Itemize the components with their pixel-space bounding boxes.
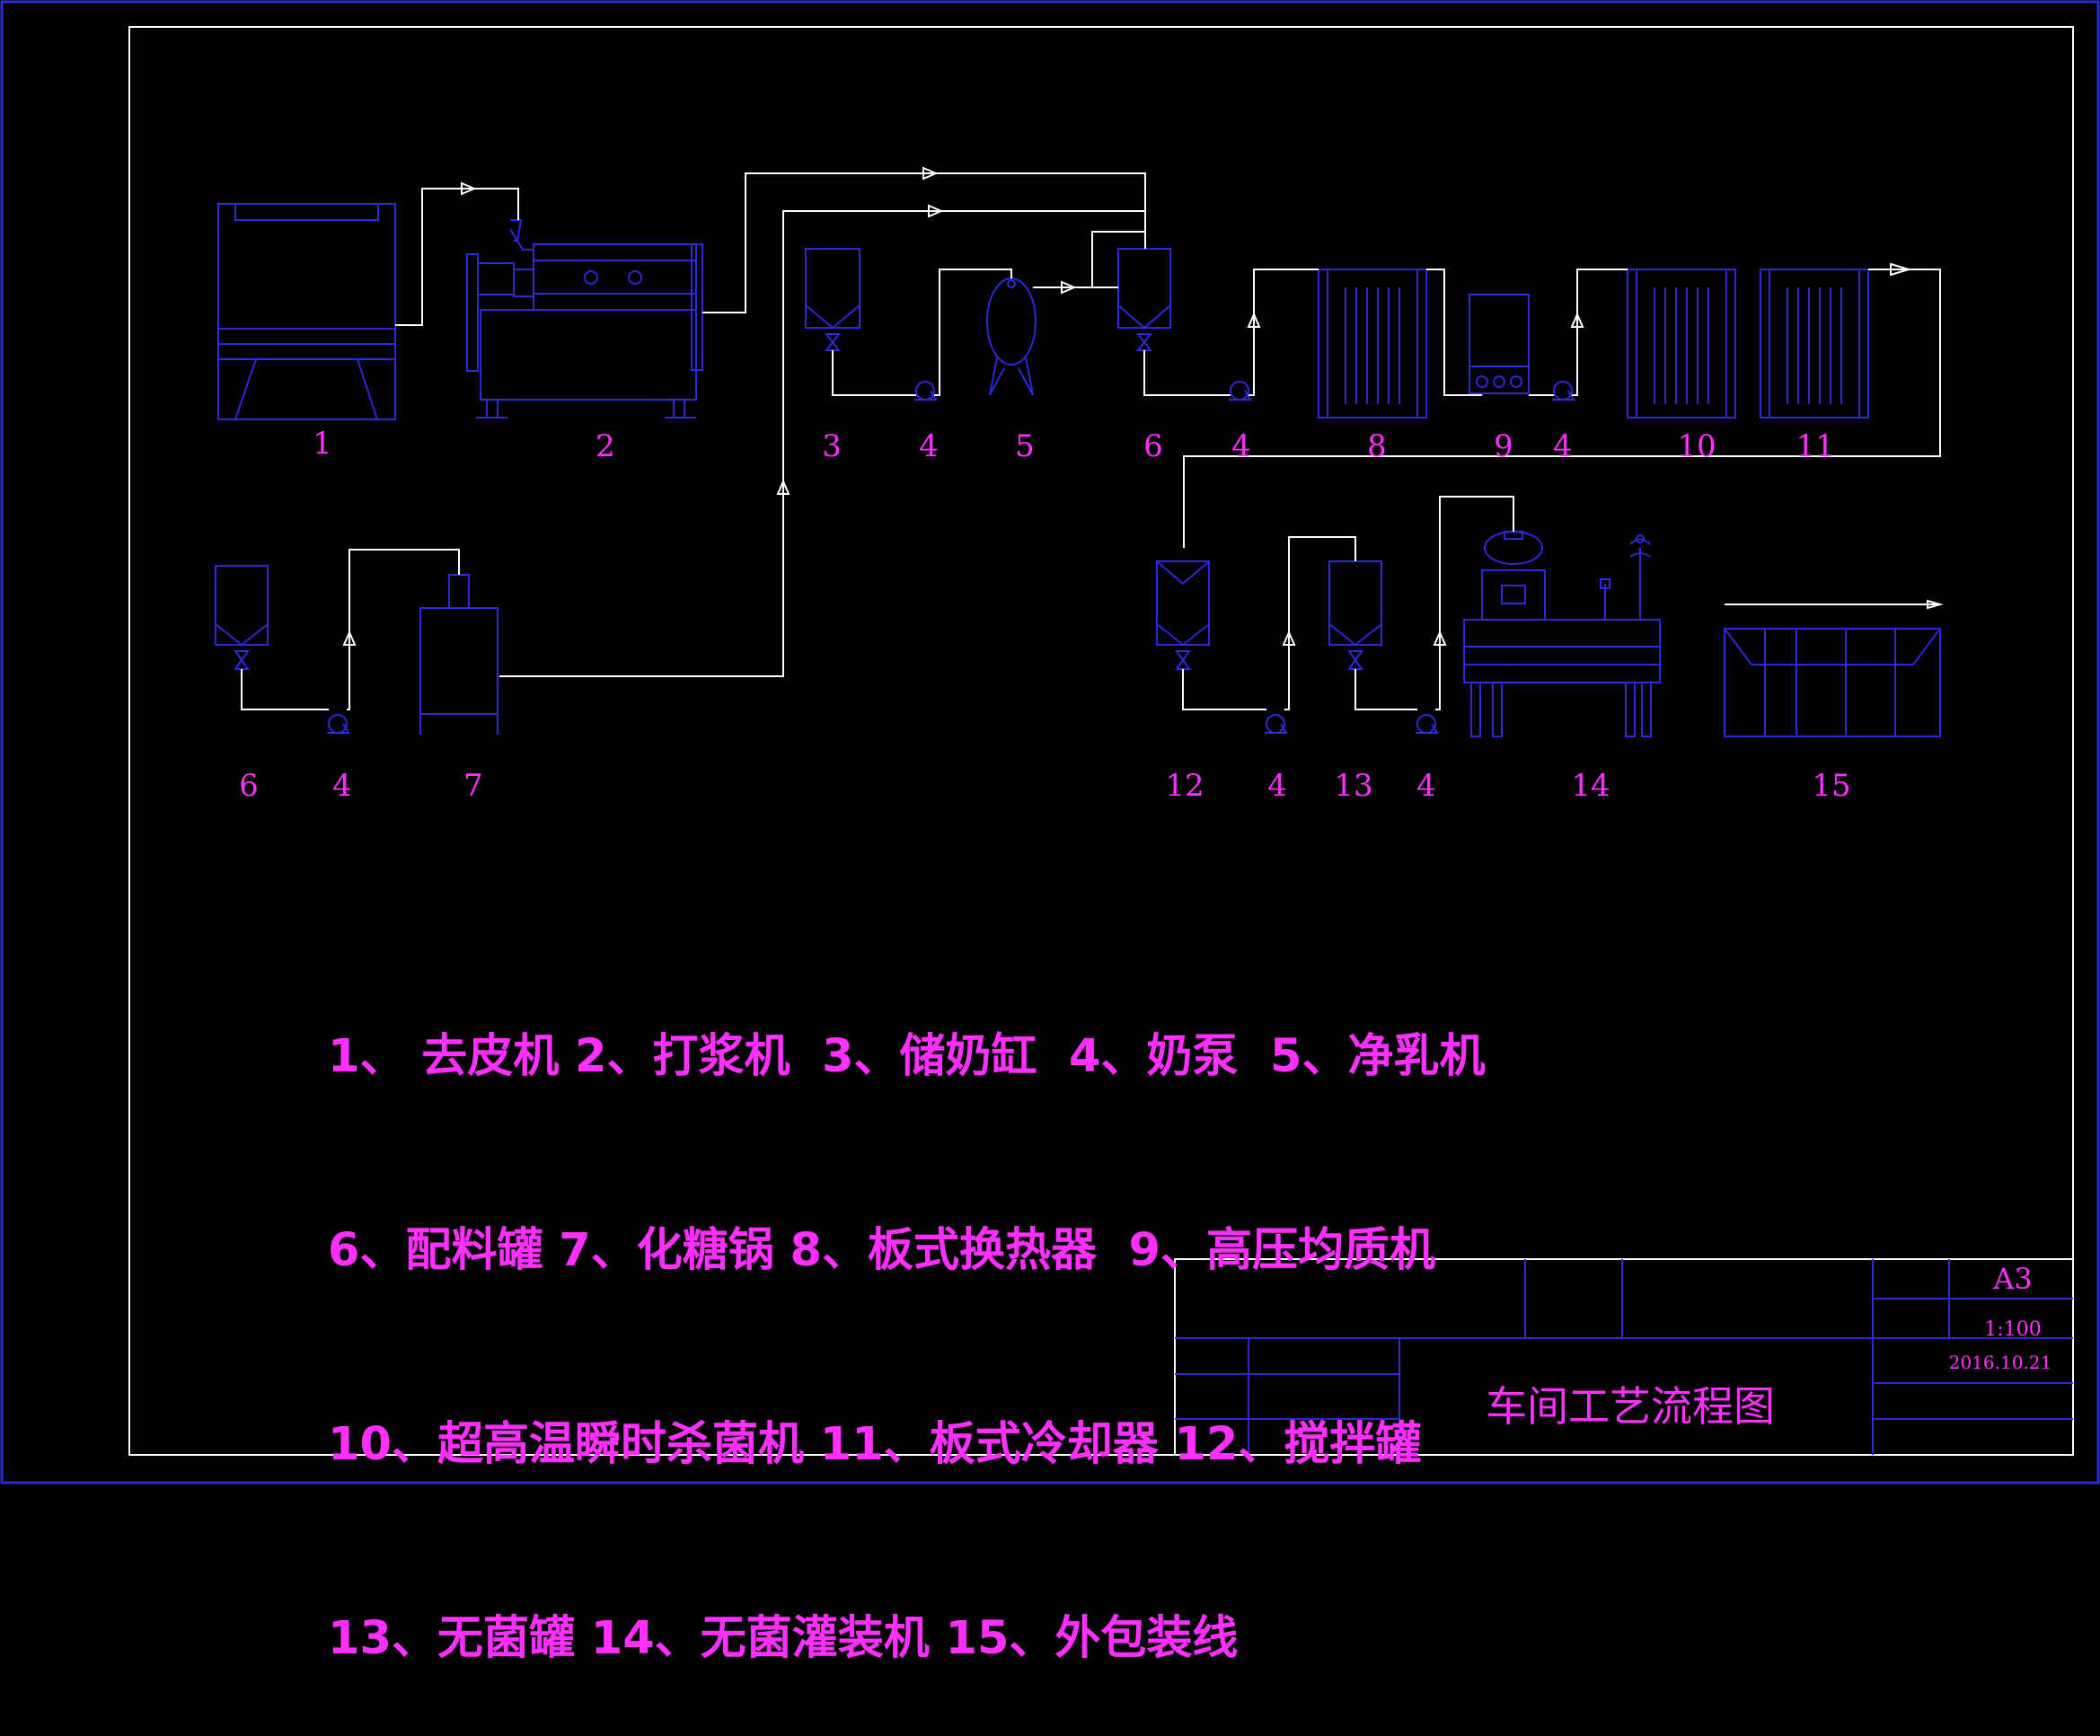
label-4e: 4: [1267, 768, 1287, 804]
sheet-outer-border: [0, 0, 2100, 1485]
label-2: 2: [596, 428, 615, 464]
sheet-size-label: A3: [1992, 1262, 2032, 1296]
label-4d: 4: [332, 768, 352, 804]
label-1: 1: [313, 426, 332, 462]
aseptic-tank: [1328, 560, 1382, 670]
label-7: 7: [463, 768, 483, 804]
pulper-machine: [466, 219, 703, 419]
milk-pump: [914, 381, 938, 401]
label-4c: 4: [1553, 428, 1573, 464]
label-6b: 6: [239, 768, 259, 804]
flow-arrows: [342, 166, 1944, 646]
batching-tank: [1117, 248, 1171, 351]
label-3: 3: [822, 428, 842, 464]
label-12: 12: [1165, 768, 1204, 804]
label-14: 14: [1571, 768, 1610, 804]
drawing-frame: [128, 26, 2074, 1456]
label-4b: 4: [1231, 428, 1251, 464]
equipment-legend: 1、 去皮机 2、打浆机 3、储奶缸 4、奶泵 5、净乳机 6、配料罐 7、化糖…: [328, 895, 1485, 1736]
pump-2: [1229, 381, 1252, 401]
pump-3: [1552, 381, 1575, 401]
uht-sterilizer: [1627, 269, 1736, 419]
pipelines: [241, 172, 1941, 710]
homogenizer: [1469, 294, 1530, 394]
label-15: 15: [1812, 768, 1850, 804]
label-4f: 4: [1416, 768, 1436, 804]
plate-cooler: [1760, 269, 1869, 419]
batching-tank-2: [215, 565, 269, 670]
label-11: 11: [1796, 428, 1834, 464]
aseptic-filling-machine: [1463, 531, 1661, 737]
drawing-title: 车间工艺流程图: [1486, 1382, 1775, 1431]
mixing-tank: [1156, 560, 1210, 670]
outer-packaging-line: [1724, 628, 1941, 737]
legend-line-3: 10、超高温瞬时杀菌机 11、板式冷却器 12、搅拌罐: [328, 1418, 1422, 1471]
label-6a: 6: [1143, 428, 1163, 464]
process-flow-drawing: 1 2 3 4 5 6 4 8 9 4 10 11 6 4 7 12 4 13 …: [0, 0, 2100, 1485]
label-5: 5: [1015, 428, 1035, 464]
milk-storage-tank: [805, 248, 860, 351]
legend-line-1: 1、 去皮机 2、打浆机 3、储奶缸 4、奶泵 5、净乳机: [328, 1030, 1486, 1083]
sugar-dissolving-pot: [419, 574, 499, 735]
date-label: 2016.10.21: [1949, 1352, 2052, 1373]
pump-4: [327, 714, 350, 734]
label-10: 10: [1677, 428, 1716, 464]
label-9: 9: [1494, 428, 1513, 464]
label-4a: 4: [919, 428, 939, 464]
label-13: 13: [1334, 768, 1372, 804]
label-8: 8: [1367, 428, 1387, 464]
milk-separator: [986, 278, 1037, 396]
pump-6: [1416, 714, 1439, 734]
scale-label: 1:100: [1984, 1318, 2041, 1341]
legend-line-2: 6、配料罐 7、化糖锅 8、板式换热器 9、高压均质机: [328, 1224, 1435, 1277]
plate-heat-exchanger: [1318, 269, 1427, 419]
pump-5: [1265, 714, 1288, 734]
title-block: [1174, 1258, 2074, 1456]
peeler-machine: [217, 203, 396, 420]
legend-line-4: 13、无菌罐 14、无菌灌装机 15、外包装线: [328, 1612, 1239, 1665]
